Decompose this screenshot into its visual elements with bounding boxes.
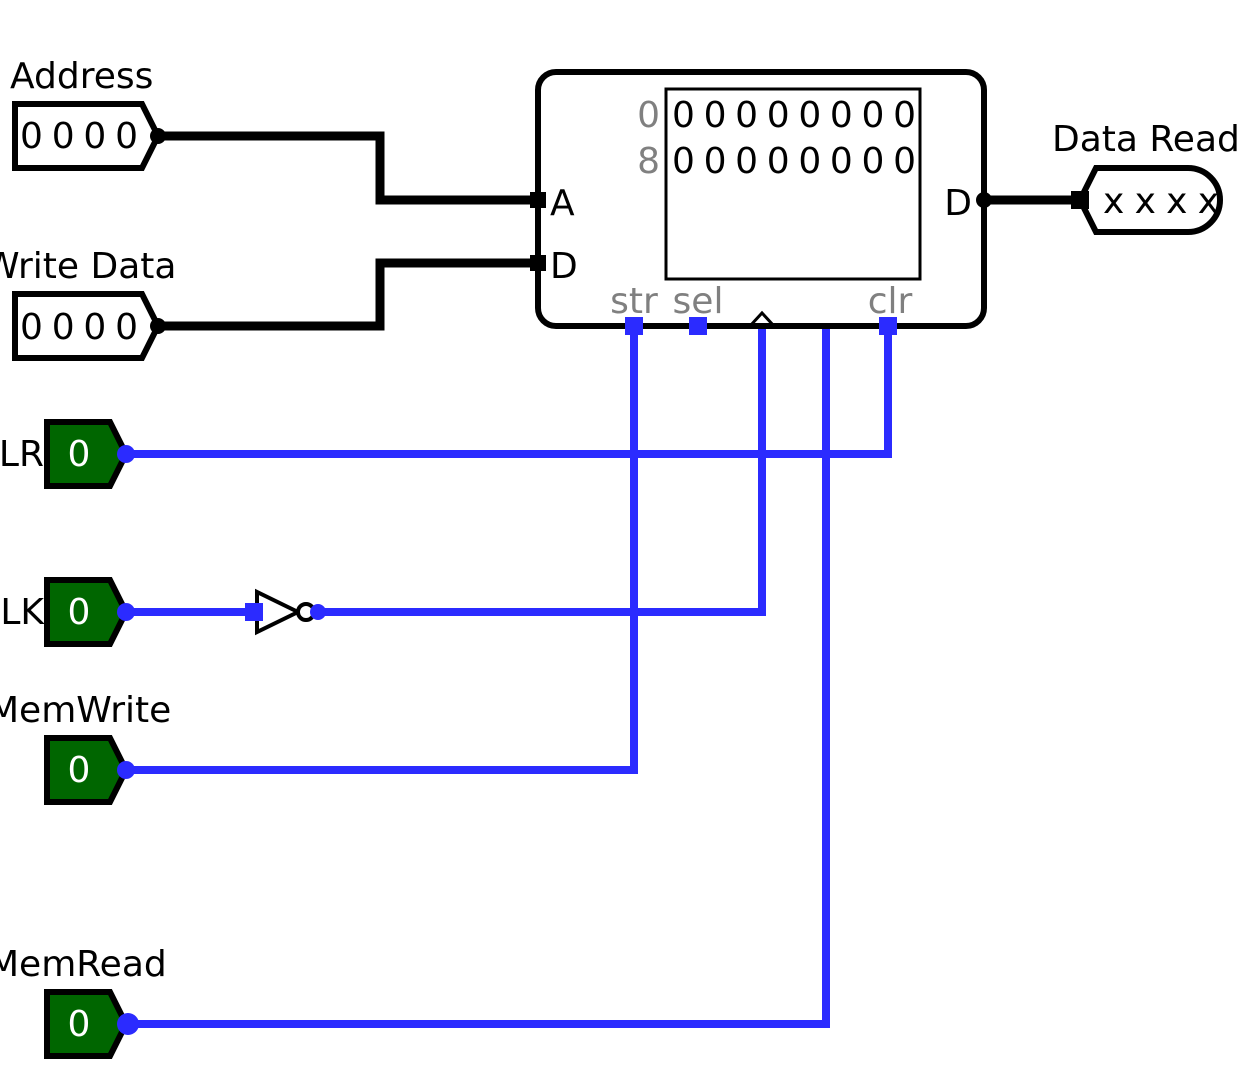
bus-wires — [158, 131, 1080, 331]
address-label: Address — [10, 56, 153, 97]
ram-port-address[interactable] — [530, 192, 546, 208]
signal-wires — [126, 326, 892, 1028]
clk-output-dot[interactable] — [117, 603, 135, 621]
mem-write-pin-body[interactable] — [44, 735, 130, 805]
ram-row-8-addr: 8 — [637, 141, 660, 182]
ram-port-store-label: str — [610, 281, 658, 322]
write-data-label: Write Data — [0, 246, 176, 287]
mem-read-output-dot[interactable] — [117, 1013, 139, 1035]
clk-label: CLK — [0, 592, 45, 633]
ram-clock-triangle-icon — [748, 310, 776, 328]
address-pin-body[interactable] — [12, 101, 162, 171]
clr-wire[interactable] — [126, 326, 892, 458]
mem-write-label: MemWrite — [0, 690, 171, 731]
ram-port-data-out-label: D — [944, 183, 972, 224]
write-data-output-dot[interactable] — [150, 318, 166, 334]
data-read-pin-body[interactable] — [1076, 165, 1223, 235]
not-gate[interactable] — [245, 588, 326, 636]
ram-contents-box — [664, 87, 922, 281]
not-gate-triangle-icon[interactable] — [255, 588, 303, 636]
mem-read-pin-body[interactable] — [44, 989, 130, 1059]
mem-write-input-pin[interactable]: MemWrite 0 — [0, 690, 171, 805]
address-wire[interactable] — [158, 131, 538, 205]
mem-read-wire[interactable] — [128, 326, 830, 1028]
mem-write-output-dot[interactable] — [117, 761, 135, 779]
write-data-input-pin[interactable]: Write Data 0 0 0 0 — [0, 246, 176, 361]
ram-port-store[interactable] — [625, 317, 643, 335]
ram-port-address-label: A — [550, 183, 575, 224]
clk-pin-body[interactable] — [44, 577, 130, 647]
address-input-pin[interactable]: Address 0 0 0 0 — [10, 56, 166, 171]
ram-port-select-label: sel — [673, 281, 724, 322]
clk-inverted-wire[interactable] — [318, 326, 766, 616]
address-output-dot[interactable] — [150, 128, 166, 144]
address-value: 0 0 0 0 — [20, 116, 138, 157]
clk-value: 0 — [68, 592, 91, 633]
ram-component[interactable]: 0 0 0 0 0 0 0 0 0 8 0 0 0 0 0 0 0 0 A D … — [530, 69, 992, 335]
ram-port-clear[interactable] — [879, 317, 897, 335]
mem-read-value: 0 — [68, 1004, 91, 1045]
write-data-wire[interactable] — [158, 258, 538, 331]
ram-port-clear-label: clr — [868, 281, 913, 322]
ram-port-data-in-label: D — [550, 246, 578, 287]
ram-port-data-out[interactable] — [976, 192, 992, 208]
not-gate-input-port[interactable] — [245, 603, 263, 621]
mem-read-label: MemRead — [0, 944, 167, 985]
data-read-output-pin[interactable]: Data Read x x x x — [1052, 119, 1238, 235]
clr-input-pin[interactable]: CLR 0 — [0, 419, 135, 489]
clr-output-dot[interactable] — [117, 445, 135, 463]
clr-value: 0 — [68, 434, 91, 475]
not-gate-output-port[interactable] — [310, 604, 326, 620]
ram-port-select[interactable] — [689, 317, 707, 335]
ram-row-8-data: 0 0 0 0 0 0 0 0 — [672, 141, 916, 182]
ram-row-0-addr: 0 — [637, 95, 660, 136]
mem-write-wire[interactable] — [126, 326, 638, 774]
data-read-input-port[interactable] — [1071, 191, 1089, 209]
clr-label: CLR — [0, 434, 44, 475]
ram-port-data-in[interactable] — [530, 255, 546, 271]
clr-pin-body[interactable] — [44, 419, 130, 489]
data-read-value: x x x x — [1103, 181, 1219, 222]
clk-input-pin[interactable]: CLK 0 — [0, 577, 135, 647]
write-data-value: 0 0 0 0 — [20, 307, 138, 348]
write-data-pin-body[interactable] — [12, 291, 162, 361]
mem-read-input-pin[interactable]: MemRead 0 — [0, 944, 167, 1059]
ram-row-0-data: 0 0 0 0 0 0 0 0 — [672, 95, 916, 136]
data-read-label: Data Read — [1052, 119, 1238, 160]
mem-write-value: 0 — [68, 750, 91, 791]
